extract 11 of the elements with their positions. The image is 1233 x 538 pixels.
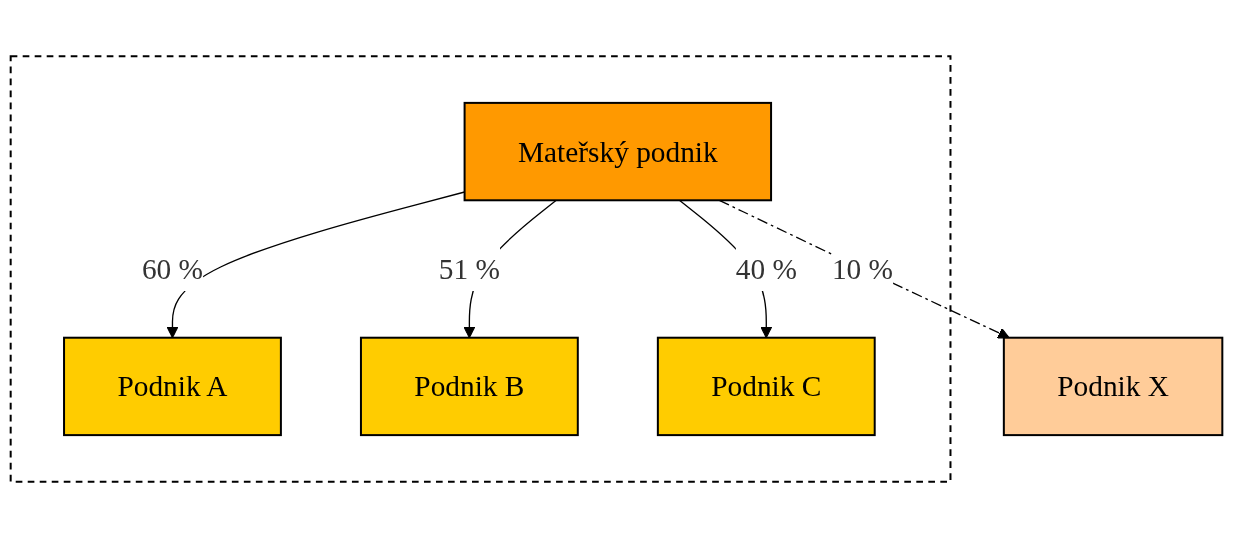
cluster: [9, 55, 952, 483]
arrow: [718, 199, 1010, 339]
node-box: Mateřský podnik: [463, 101, 773, 202]
edge-label: 40 %: [735, 252, 797, 286]
edge-label: 10 %: [831, 252, 894, 286]
node-box: Podnik X: [1002, 336, 1224, 437]
node-box: Podnik C: [656, 336, 876, 437]
edge-label: 51 %: [438, 252, 500, 286]
edge-label: 60 %: [141, 252, 204, 286]
node-box: Podnik B: [359, 336, 579, 437]
node-box: Podnik A: [63, 336, 282, 437]
